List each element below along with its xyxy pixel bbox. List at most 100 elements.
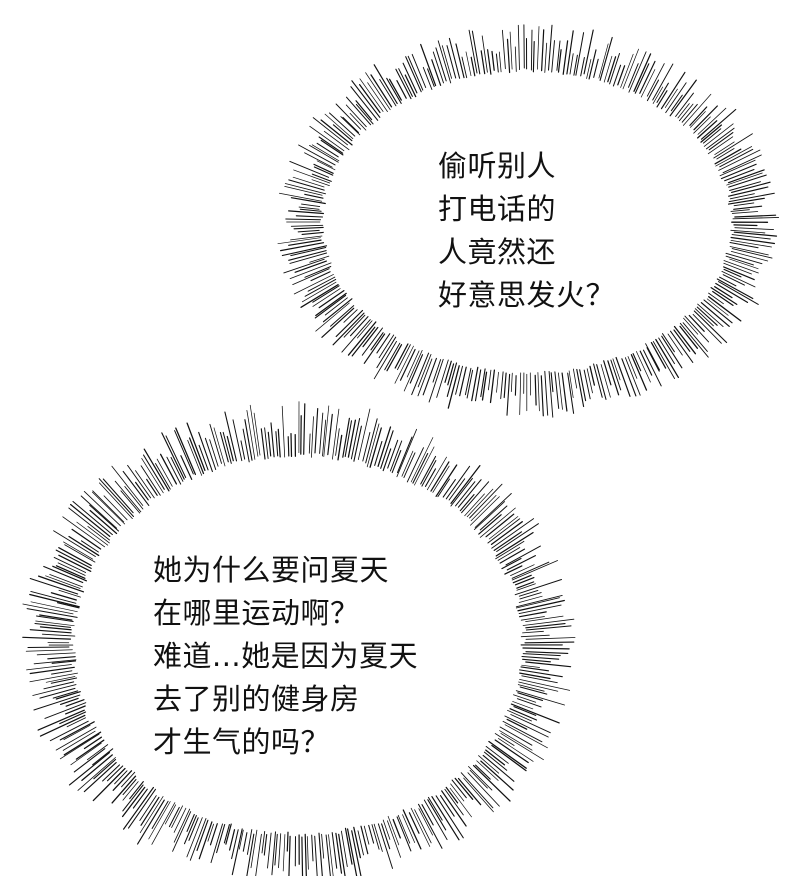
burst-line bbox=[534, 374, 537, 406]
burst-line bbox=[29, 629, 72, 634]
burst-line bbox=[460, 772, 494, 809]
burst-line bbox=[725, 252, 763, 265]
burst-line bbox=[485, 513, 515, 538]
burst-line bbox=[660, 71, 686, 110]
burst-line bbox=[310, 271, 331, 282]
burst-line bbox=[430, 461, 450, 492]
burst-line bbox=[315, 302, 350, 332]
burst-line bbox=[697, 303, 724, 328]
burst-line bbox=[693, 116, 711, 134]
burst-line bbox=[77, 757, 116, 791]
burst-line bbox=[450, 464, 481, 505]
burst-line bbox=[44, 702, 87, 719]
burst-line bbox=[238, 829, 244, 850]
burst-line bbox=[729, 193, 755, 200]
burst-line bbox=[407, 55, 424, 91]
burst-line bbox=[357, 408, 371, 460]
burst-line bbox=[343, 314, 366, 338]
burst-line bbox=[159, 453, 178, 485]
burst-line bbox=[224, 411, 238, 462]
burst-line bbox=[353, 826, 362, 859]
burst-line bbox=[70, 742, 102, 766]
burst-line bbox=[382, 448, 392, 472]
bubble-1-line-2: 打电话的 bbox=[438, 192, 557, 226]
burst-line bbox=[189, 818, 207, 861]
burst-line bbox=[491, 50, 495, 71]
speech-burst-2 bbox=[22, 401, 576, 876]
burst-line bbox=[39, 714, 86, 737]
burst-line bbox=[58, 589, 81, 598]
burst-line bbox=[327, 413, 333, 456]
burst-line bbox=[359, 78, 384, 112]
burst-line bbox=[92, 767, 126, 802]
burst-line bbox=[449, 787, 472, 818]
burst-line bbox=[525, 625, 572, 631]
burst-line bbox=[733, 202, 755, 207]
burst-line bbox=[286, 831, 289, 852]
burst-line bbox=[143, 448, 170, 492]
burst-line bbox=[550, 372, 554, 393]
burst-line bbox=[342, 116, 359, 134]
burst-line bbox=[332, 124, 353, 142]
burst-line bbox=[670, 94, 683, 112]
burst-line bbox=[714, 141, 735, 155]
burst-line bbox=[290, 197, 326, 205]
burst-line bbox=[730, 209, 750, 212]
speech-burst-1 bbox=[277, 24, 780, 418]
burst-line bbox=[242, 832, 248, 852]
bubble-2-line-1: 她为什么要问夏天 bbox=[153, 553, 390, 587]
burst-line bbox=[446, 45, 457, 79]
burst-line bbox=[396, 428, 418, 478]
burst-line bbox=[261, 830, 266, 854]
burst-line bbox=[311, 144, 340, 162]
burst-line bbox=[365, 72, 391, 111]
burst-line bbox=[319, 412, 324, 454]
burst-line bbox=[506, 555, 536, 571]
burst-line bbox=[544, 370, 549, 416]
burst-line bbox=[503, 372, 507, 399]
burst-line bbox=[633, 53, 652, 92]
burst-line bbox=[329, 112, 356, 137]
burst-line bbox=[27, 646, 70, 649]
burst-line bbox=[316, 142, 339, 158]
burst-line bbox=[525, 637, 576, 640]
burst-line bbox=[409, 354, 424, 384]
burst-line bbox=[495, 53, 499, 73]
burst-line bbox=[290, 224, 324, 227]
burst-line bbox=[600, 364, 611, 398]
burst-line bbox=[432, 465, 450, 493]
burst-line bbox=[32, 684, 77, 696]
burst-line bbox=[544, 42, 548, 73]
burst-line bbox=[288, 835, 291, 876]
burst-line bbox=[722, 154, 762, 174]
burst-line bbox=[646, 79, 660, 102]
burst-line bbox=[718, 281, 759, 305]
burst-line bbox=[63, 731, 102, 756]
burst-line bbox=[122, 781, 139, 801]
burst-line bbox=[168, 806, 180, 828]
burst-line bbox=[52, 690, 79, 699]
burst-line bbox=[703, 123, 734, 147]
burst-line bbox=[726, 172, 763, 186]
burst-line bbox=[47, 656, 76, 660]
burst-line bbox=[708, 296, 742, 322]
burst-line bbox=[485, 745, 509, 764]
burst-line bbox=[518, 604, 562, 615]
burst-line bbox=[540, 29, 545, 72]
burst-line bbox=[410, 437, 434, 483]
burst-line bbox=[729, 258, 759, 270]
burst-line bbox=[495, 540, 525, 560]
burst-line bbox=[102, 478, 134, 514]
burst-line bbox=[422, 357, 437, 396]
burst-line bbox=[731, 248, 773, 259]
burst-line bbox=[490, 521, 523, 546]
burst-line bbox=[516, 698, 542, 708]
burst-line bbox=[706, 298, 729, 316]
burst-line bbox=[632, 353, 642, 372]
burst-line bbox=[520, 666, 550, 672]
burst-line bbox=[151, 800, 169, 829]
burst-line bbox=[412, 452, 429, 484]
burst-line bbox=[45, 676, 76, 683]
burst-line bbox=[469, 483, 503, 519]
burst-line bbox=[411, 53, 427, 88]
